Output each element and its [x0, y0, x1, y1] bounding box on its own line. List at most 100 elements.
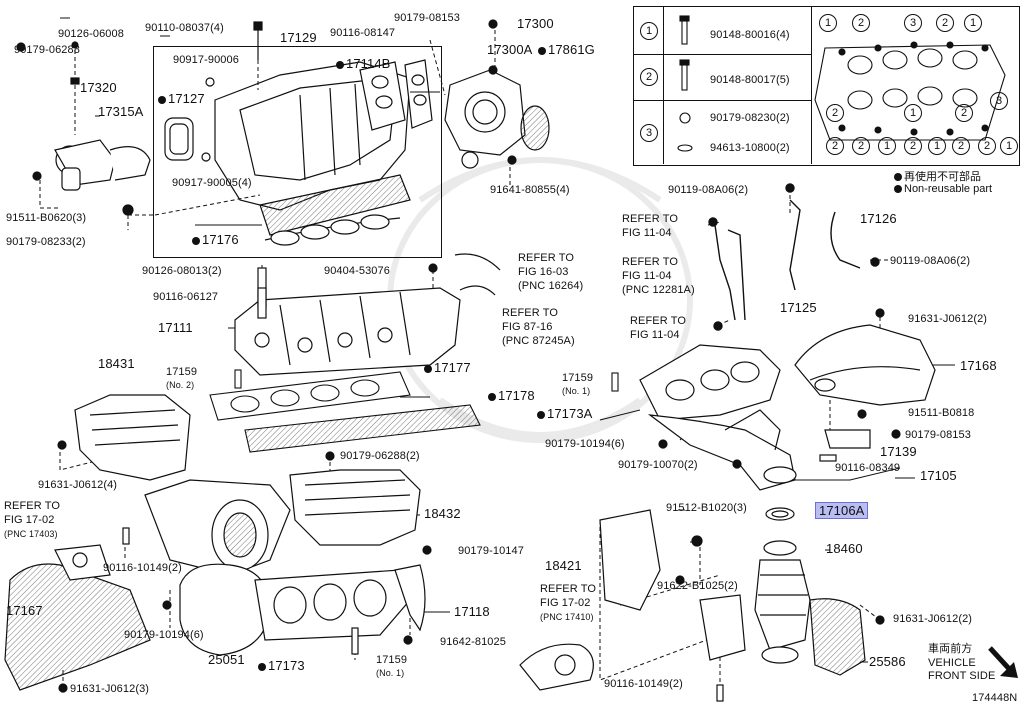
part-label: 17168: [960, 358, 997, 373]
part-label: 17177: [424, 361, 471, 374]
part-label: 90116-06127: [153, 291, 219, 303]
refer-label[interactable]: (PNC 87245A): [502, 335, 575, 347]
part-label: 91511-B0620(3): [6, 212, 87, 224]
gasket-num: 1: [878, 137, 896, 155]
part-label: 90116-08147: [330, 27, 396, 39]
refer-label[interactable]: FIG 11-04: [630, 329, 680, 341]
refer-label[interactable]: (PNC 17410): [540, 612, 594, 622]
part-label: 91641-80855(4): [490, 184, 570, 196]
part-label: 91631-J0612(2): [908, 313, 988, 325]
part-label: 91512-B1020(3): [666, 502, 747, 514]
part-label: 90917-90005(4): [172, 177, 252, 189]
refer-label[interactable]: REFER TO: [518, 252, 575, 264]
part-label: 18460: [826, 541, 863, 556]
part-label: (No. 1): [376, 668, 405, 678]
refer-label[interactable]: FIG 11-04: [622, 270, 672, 282]
part-label: 17861G: [538, 43, 595, 56]
part-label: 90126-06008: [58, 28, 124, 40]
gasket-num: 1: [1000, 137, 1018, 155]
part-label: 91631-J0612(4): [38, 479, 118, 491]
part-label: 17139: [880, 444, 917, 459]
part-label: 17300A: [487, 42, 533, 57]
non-reusable-note-jp: 再使用不可部品: [894, 168, 981, 184]
part-label: 17125: [780, 300, 817, 315]
gasket-num: 3: [990, 92, 1008, 110]
exhaust-manifold-rear: [639, 344, 837, 491]
legend-divider-2: [663, 6, 812, 164]
part-label: 90126-08013(2): [142, 265, 222, 277]
part-label: (No. 2): [166, 380, 195, 390]
legend-circle-2: 2: [640, 68, 658, 86]
part-label: 18421: [545, 558, 582, 573]
part-label: 17173: [258, 659, 305, 672]
bracket-18421: [599, 509, 746, 702]
legend-part-3: 90179-08230(2): [710, 112, 790, 124]
refer-label[interactable]: FIG 17-02: [540, 597, 591, 609]
part-label: 17105: [920, 468, 957, 483]
gasket-num: 2: [904, 137, 922, 155]
refer-label[interactable]: REFER TO: [622, 213, 679, 225]
refer-label[interactable]: REFER TO: [622, 256, 679, 268]
part-label: 91642-81025: [440, 636, 506, 648]
refer-label[interactable]: FIG 87-16: [502, 321, 553, 333]
part-label: 17111: [158, 320, 193, 335]
direction-label-jp: 車両前方: [928, 643, 973, 655]
part-label: 91622-B1025(2): [657, 580, 738, 592]
part-label: 90179-08153: [905, 429, 971, 441]
refer-label[interactable]: REFER TO: [630, 315, 687, 327]
part-label: 90179-10070(2): [618, 459, 698, 471]
part-label: 17114B: [336, 57, 390, 70]
gasket-num: 2: [952, 137, 970, 155]
refer-label[interactable]: FIG 16-03: [518, 266, 569, 278]
part-label: 17159: [376, 654, 408, 666]
part-label-highlighted[interactable]: 17106A: [815, 502, 869, 519]
gasket-17106a: [765, 507, 795, 521]
refer-label[interactable]: FIG 11-04: [622, 227, 672, 239]
gasket-num: 2: [826, 104, 844, 122]
part-label: 90119-08A06(2): [668, 184, 749, 196]
heat-shield-25586: [809, 598, 885, 676]
refer-label[interactable]: FIG 17-02: [4, 514, 55, 526]
legend-circle-1: 1: [640, 22, 658, 40]
part-label: 90116-08349: [835, 462, 901, 474]
intake-manifold: [234, 253, 501, 376]
intake-plenum-group: [164, 21, 433, 246]
refer-label[interactable]: REFER TO: [540, 583, 597, 595]
part-label: 90179-10194(6): [124, 629, 204, 641]
gasket-num: 2: [978, 137, 996, 155]
part-label: 17315A: [98, 104, 144, 119]
part-label: 90179-10147: [458, 545, 524, 557]
exhaust-flange-left: [4, 544, 151, 691]
part-label: 90119-08A06(2): [890, 255, 971, 267]
direction-label-en2: FRONT SIDE: [928, 670, 996, 682]
part-label: 17159: [166, 366, 198, 378]
oil-tubes: [708, 183, 880, 331]
bracket-17139: [824, 409, 901, 449]
gasket-num: 2: [826, 137, 844, 155]
non-reusable-note-en: Non-reusable part: [894, 183, 992, 195]
legend-part-4: 94613-10800(2): [710, 142, 790, 154]
legend-part-1: 90148-80016(4): [710, 29, 790, 41]
refer-label[interactable]: (PNC 16264): [518, 280, 584, 292]
part-label: (No. 1): [562, 386, 591, 396]
gasket-num: 2: [955, 104, 973, 122]
gasket-num: 1: [819, 14, 837, 32]
refer-label[interactable]: REFER TO: [4, 500, 61, 512]
part-label: 90116-10149(2): [103, 562, 182, 574]
legend-divider: [633, 6, 664, 164]
refer-label[interactable]: (PNC 12281A): [622, 284, 695, 296]
refer-label[interactable]: REFER TO: [502, 307, 559, 319]
part-label: 91631-J0612(3): [70, 683, 150, 695]
part-label: 17126: [860, 211, 897, 226]
part-label: 90179-08153: [394, 12, 460, 24]
part-label: 17167: [6, 603, 43, 618]
part-label: 17159: [562, 372, 594, 384]
gasket-num: 3: [904, 14, 922, 32]
part-label: 25051: [208, 652, 245, 667]
part-label: 17320: [80, 80, 117, 95]
part-label: 17300: [517, 16, 554, 31]
refer-label[interactable]: (PNC 17403): [4, 529, 58, 539]
heat-shield-front: [57, 394, 191, 481]
part-label: 90110-08037(4): [145, 22, 224, 34]
